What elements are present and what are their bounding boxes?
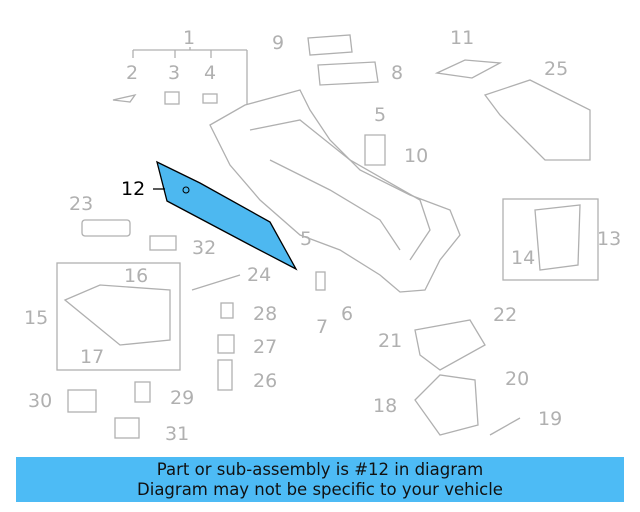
part-2 (112, 93, 137, 103)
part-11 (434, 59, 503, 79)
part-30 (67, 389, 97, 413)
callout-31: 31 (165, 423, 189, 445)
part-19 (489, 417, 521, 436)
callout-5b: 5 (300, 228, 312, 250)
callout-16: 16 (124, 265, 148, 287)
part-27 (217, 334, 235, 354)
group-box-15 (56, 262, 181, 371)
part-10 (364, 134, 386, 166)
callout-28: 28 (253, 303, 277, 325)
console-detail (249, 119, 431, 261)
callout-4: 4 (204, 62, 216, 84)
callout-13: 13 (597, 228, 621, 250)
callout-7: 7 (316, 316, 328, 338)
callout-29: 29 (170, 387, 194, 409)
callout-9: 9 (272, 32, 284, 54)
callout-32: 32 (192, 237, 216, 259)
part-15 (63, 284, 171, 346)
part-9 (307, 34, 353, 56)
part-28 (220, 302, 234, 319)
banner-line-1: Part or sub-assembly is #12 in diagram (156, 460, 484, 479)
part-23 (81, 219, 131, 237)
part-3 (164, 91, 180, 105)
part-13-14 (534, 204, 581, 271)
callout-8: 8 (391, 62, 403, 84)
callout-24: 24 (247, 264, 271, 286)
callout-15: 15 (24, 307, 48, 329)
part-7 (315, 271, 326, 291)
banner-line-2: Diagram may not be specific to your vehi… (137, 480, 503, 499)
callout-30: 30 (28, 390, 52, 412)
part-25 (483, 79, 591, 161)
callout-11: 11 (450, 27, 474, 49)
part-12-side-panel[interactable] (156, 160, 298, 271)
callout-17: 17 (80, 346, 104, 368)
callout-14: 14 (511, 247, 535, 269)
part-31 (114, 417, 140, 439)
part-26 (217, 359, 233, 391)
callout-22: 22 (493, 304, 517, 326)
callout-6: 6 (341, 303, 353, 325)
callout-20: 20 (505, 368, 529, 390)
info-banner: Part or sub-assembly is #12 in diagram D… (16, 457, 624, 502)
part-21 (414, 319, 486, 371)
center-console (209, 89, 461, 293)
callout-1: 1 (183, 27, 195, 49)
callout-3: 3 (168, 62, 180, 84)
part-29 (134, 381, 151, 403)
callout-bracket-1 (132, 47, 248, 105)
callout-19: 19 (538, 408, 562, 430)
part-18 (414, 374, 479, 436)
part-24 (191, 274, 241, 291)
callout-2: 2 (126, 62, 138, 84)
callout-21: 21 (378, 330, 402, 352)
part-4 (202, 93, 218, 104)
callout-27: 27 (253, 336, 277, 358)
callout-12: 12 (121, 178, 145, 200)
callout-26: 26 (253, 370, 277, 392)
group-box-13 (502, 198, 599, 281)
part-8 (317, 61, 379, 86)
callout-23: 23 (69, 193, 93, 215)
callout-5a: 5 (374, 104, 386, 126)
part-32 (149, 235, 177, 251)
part-12-hole (182, 186, 190, 194)
callout-18: 18 (373, 395, 397, 417)
callout-10: 10 (404, 145, 428, 167)
callout-25: 25 (544, 58, 568, 80)
